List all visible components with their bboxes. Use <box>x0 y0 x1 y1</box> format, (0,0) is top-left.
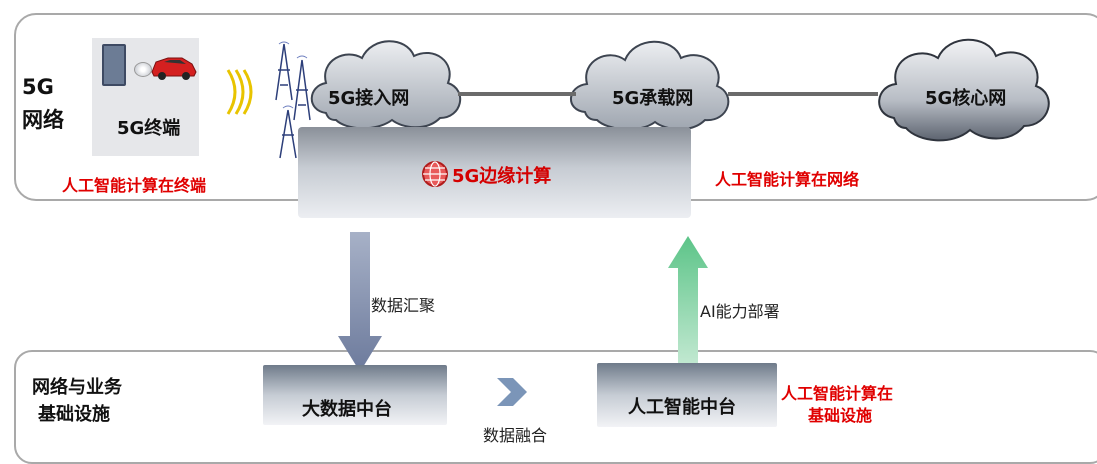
data-aggregation-label: 数据汇聚 <box>371 296 436 315</box>
infrastructure-panel <box>14 350 1097 464</box>
network-label-line2: 网络 <box>22 108 64 132</box>
ai-deployment-label: AI能力部署 <box>700 302 780 321</box>
wireless-signal-icon <box>226 69 253 115</box>
infrastructure-label-line1: 网络与业务 <box>32 377 122 398</box>
network-label-line1: 5G <box>22 75 54 99</box>
big-data-platform-box <box>263 365 447 425</box>
bearer-core-link <box>728 92 878 96</box>
ai-at-terminal-label: 人工智能计算在终端 <box>62 176 207 195</box>
tablet-icon <box>102 44 126 86</box>
edge-compute-box <box>298 127 691 218</box>
access-bearer-link <box>458 92 576 96</box>
data-aggregation-arrow <box>338 232 382 372</box>
ai-in-infra-label-line1: 人工智能计算在 <box>781 384 894 403</box>
ai-deployment-arrow <box>668 236 708 370</box>
core-network-cloud <box>878 38 1050 142</box>
sensor-icon <box>134 62 152 77</box>
data-fusion-label: 数据融合 <box>483 426 548 445</box>
infrastructure-label-line2: 基础设施 <box>38 404 110 425</box>
ai-platform-label: 人工智能中台 <box>628 397 736 418</box>
access-network-cloud <box>310 40 462 130</box>
globe-icon <box>422 161 448 187</box>
ai-in-network-label: 人工智能计算在网络 <box>715 170 860 189</box>
big-data-platform-label: 大数据中台 <box>302 399 392 420</box>
edge-compute-label: 5G边缘计算 <box>452 166 552 187</box>
bearer-network-label: 5G承载网 <box>612 88 694 109</box>
ai-platform-box <box>597 363 777 427</box>
car-icon <box>151 57 197 80</box>
terminal-label: 5G终端 <box>117 118 181 139</box>
access-network-label: 5G接入网 <box>328 88 410 109</box>
core-network-label: 5G核心网 <box>925 88 1007 109</box>
antenna-tower-icon <box>275 41 311 159</box>
chevron-right-icon <box>497 378 527 406</box>
ai-in-infra-label-line2: 基础设施 <box>808 406 873 425</box>
